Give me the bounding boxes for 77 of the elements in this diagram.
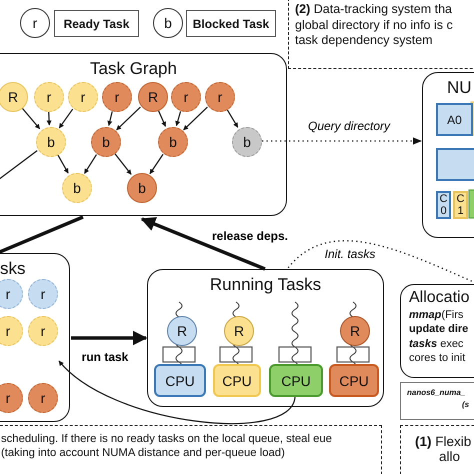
panel-text: mmap(Firs <box>409 308 464 322</box>
arrow <box>58 360 296 424</box>
code-text: nanos6_numa_ <box>407 387 466 399</box>
task-circle: R <box>167 316 197 346</box>
code-box <box>400 382 474 420</box>
arrow <box>262 137 422 145</box>
arrow <box>58 108 74 128</box>
arrow <box>22 108 40 130</box>
note-text: allo <box>438 449 462 464</box>
core-block: C 1 <box>453 191 468 219</box>
task-circle: r <box>0 316 23 346</box>
task-circle: b <box>153 8 183 38</box>
task-circle: r <box>34 82 64 112</box>
panel-title: Running Tasks <box>208 275 322 295</box>
arrow <box>46 112 52 126</box>
task-circle: r <box>68 82 98 112</box>
task-circle: r <box>20 8 50 38</box>
arrow <box>114 153 132 175</box>
task-circle: b <box>91 127 121 157</box>
memory-block <box>436 148 474 181</box>
task-circle: R <box>340 316 370 346</box>
panel-text: update dire <box>409 322 470 337</box>
edge-label: run task <box>80 350 130 364</box>
arrow <box>149 154 164 174</box>
edge-label: Query directory <box>306 119 392 133</box>
note-text: (1) Flexib <box>415 434 472 449</box>
task-circle: R <box>224 316 254 346</box>
memory-block: A0 <box>436 103 473 136</box>
arrow <box>107 111 113 126</box>
arrow <box>84 154 97 174</box>
allocation-panel <box>400 284 474 378</box>
panel-text: cores to init <box>409 350 466 366</box>
arrow <box>140 217 266 271</box>
task-circle: b <box>158 127 188 157</box>
note-text: (2) Data-tracking system tha global directory if no info is c task dependency system <box>295 2 454 49</box>
edge-label: release deps. <box>210 229 290 243</box>
task-circle: r <box>102 82 132 112</box>
panel-text: tasks exec <box>409 336 464 351</box>
arrow <box>226 109 238 128</box>
note-box <box>0 425 382 474</box>
arrow <box>183 106 208 130</box>
task-circle: b <box>127 173 157 203</box>
arrow <box>116 106 141 130</box>
arrow <box>158 110 166 127</box>
note-text: scheduling. If there is no ready tasks on the local queue, steal eue (taking into account NUMA distance and per-queue load) <box>1 432 333 460</box>
task-circle: R <box>0 82 28 112</box>
arrow <box>57 154 69 174</box>
cpu-box: CPU <box>154 364 206 397</box>
arrow <box>71 330 148 346</box>
task-circle: r <box>28 383 58 413</box>
note-box <box>288 0 474 69</box>
arrow <box>175 111 182 126</box>
legend-label: Blocked Task <box>186 10 276 37</box>
task-circle: r <box>171 82 201 112</box>
task-circle: R <box>138 82 168 112</box>
panel <box>147 269 384 407</box>
code-text: (s <box>461 399 470 411</box>
cpu-box: CPU <box>329 364 379 397</box>
panel-title: sks <box>0 259 26 279</box>
panel <box>0 253 70 422</box>
panel-title: Allocatio <box>409 289 470 307</box>
task-circle: b <box>62 173 92 203</box>
legend-label: Ready Task <box>54 10 139 37</box>
task-circle: b <box>36 127 66 157</box>
cpu-box: CPU <box>269 364 323 397</box>
task-circle: r <box>28 316 58 346</box>
task-circle: r <box>0 383 23 413</box>
panel-title: Task Graph <box>89 59 178 79</box>
task-circle: r <box>28 279 58 309</box>
task-circle: b <box>232 127 262 157</box>
core-block: C 0 <box>436 191 451 219</box>
edge-label: Init. tasks <box>322 247 378 261</box>
panel-title: NU <box>446 78 473 98</box>
cpu-box: CPU <box>213 364 261 397</box>
task-circle: r <box>205 82 235 112</box>
panel <box>0 53 287 216</box>
task-circle: r <box>0 279 23 309</box>
